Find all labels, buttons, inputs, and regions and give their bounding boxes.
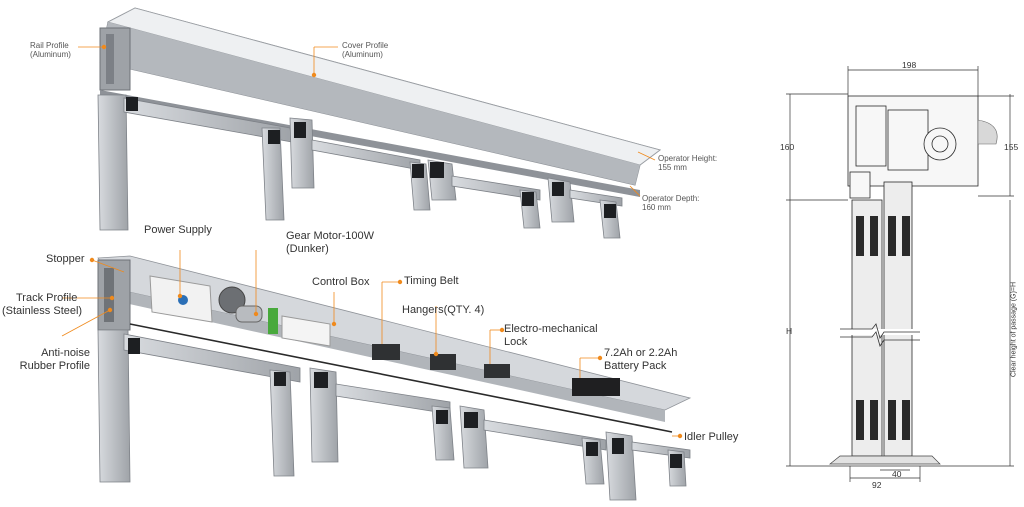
rail-profile-label: Rail Profile(Aluminum)	[30, 41, 71, 60]
stopper-label: Stopper	[46, 253, 85, 265]
dim-width: 198	[902, 60, 917, 70]
dim-left-height: 160	[780, 142, 795, 152]
dim-bottom-inner: 40	[892, 469, 902, 479]
power-supply-label: Power Supply	[144, 224, 212, 236]
control-box-label: Control Box	[312, 276, 370, 288]
dim-right-height: 155	[1004, 142, 1019, 152]
dim-clear-height: Clear height of passage (G)=H	[1010, 281, 1018, 378]
operator-height-label: Operator Height:155 mm	[658, 154, 718, 173]
dim-bottom-outer: 92	[872, 480, 882, 490]
track-profile-label: Track Profile(Stainless Steel)	[2, 292, 83, 317]
operator-interior-illustration	[61, 250, 692, 501]
operator-exterior-illustration	[78, 7, 662, 239]
section-drawing	[786, 66, 1014, 482]
dim-h: H	[786, 326, 793, 336]
timing-belt-label: Timing Belt	[404, 275, 459, 287]
gear-motor-label: Gear Motor-100W(Dunker)	[286, 230, 375, 255]
idler-pulley-label: Idler Pulley	[684, 431, 739, 443]
hangers-label: Hangers(QTY. 4)	[402, 304, 485, 316]
operator-depth-label: Operator Depth:160 mm	[642, 194, 700, 213]
cover-profile-label: Cover Profile(Aluminum)	[342, 41, 389, 60]
